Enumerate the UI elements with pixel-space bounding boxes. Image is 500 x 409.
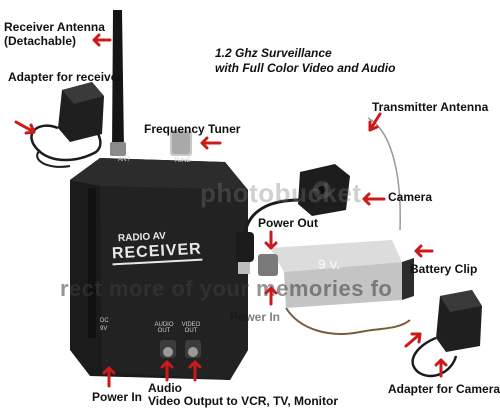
- arrow-receiver-antenna: [92, 33, 112, 47]
- camera-adapter: [411, 290, 482, 378]
- battery: [258, 240, 414, 335]
- label-power-in-camera: Power In: [230, 310, 281, 324]
- device-text-tune: TUNE: [174, 158, 191, 164]
- device-text-dc: DC: [100, 318, 109, 324]
- arrow-audio: [160, 360, 174, 382]
- battery-text-9v: 9 v.: [318, 256, 341, 272]
- arrow-adapter-camera: [404, 332, 422, 348]
- label-detachable: (Detachable): [4, 34, 77, 48]
- arrow-video-output: [188, 360, 202, 382]
- label-frequency-tuner: Frequency Tuner: [144, 122, 241, 136]
- device-text-9v: 9V: [100, 326, 108, 332]
- label-adapter-receiver: Adapter for receiver: [8, 70, 123, 84]
- arrow-power-in-camera: [264, 286, 278, 306]
- label-headline-line2: with Full Color Video and Audio: [215, 61, 396, 75]
- label-receiver-antenna: Receiver Antenna: [4, 20, 105, 34]
- label-transmitter-antenna: Transmitter Antenna: [372, 100, 489, 114]
- label-video-output: Video Output to VCR, TV, Monitor: [148, 394, 338, 408]
- receiver-adapter: [30, 82, 104, 168]
- label-adapter-camera: Adapter for Camera: [388, 382, 500, 396]
- device-text-video-out: VIDEO OUT: [181, 322, 201, 334]
- receiver-box: [70, 158, 248, 380]
- camera-transmitter: [236, 117, 401, 274]
- label-camera: Camera: [388, 190, 433, 204]
- device-text-audio-out: AUDIO OUT: [154, 322, 174, 334]
- arrow-adapter-camera-lower: [434, 358, 448, 378]
- label-headline-line1: 1.2 Ghz Surveillance: [215, 46, 332, 60]
- label-power-out: Power Out: [258, 216, 319, 230]
- arrow-battery-clip: [414, 244, 434, 258]
- watermark-bottom: rect more of your memories fo: [60, 276, 393, 301]
- watermark-top: photobucket: [200, 178, 362, 208]
- arrow-power-in-receiver: [102, 366, 116, 388]
- arrow-camera: [362, 192, 386, 206]
- label-power-in-receiver: Power In: [92, 390, 143, 404]
- arrow-adapter-receiver: [14, 120, 36, 135]
- arrow-power-out: [264, 230, 278, 250]
- receiver-antenna: [110, 10, 126, 156]
- arrow-transmitter-antenna: [368, 112, 382, 132]
- label-audio: Audio: [148, 381, 182, 395]
- label-battery-clip: Battery Clip: [410, 262, 478, 276]
- device-text-ant: ANT: [118, 157, 130, 163]
- arrow-frequency-tuner: [200, 136, 222, 150]
- frequency-tuner-knob: [170, 130, 192, 156]
